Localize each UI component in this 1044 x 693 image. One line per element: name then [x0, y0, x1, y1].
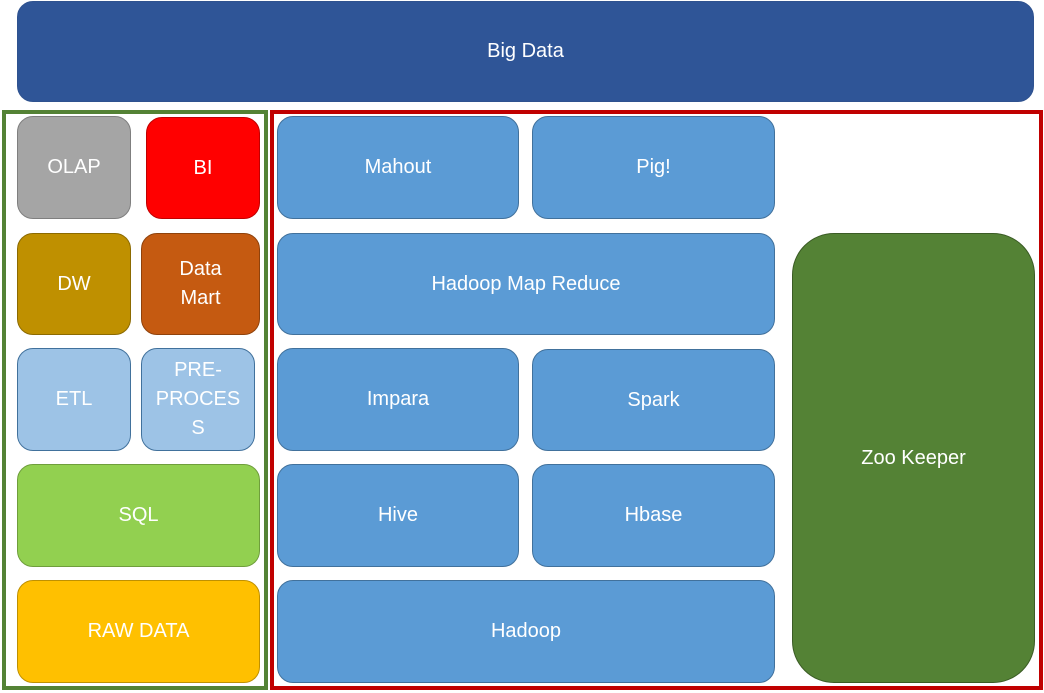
preprocess-label-line1: PRE- — [174, 359, 222, 381]
impara-label: Impara — [366, 388, 430, 410]
bi-box: BI — [146, 117, 260, 219]
hadoop-box: Hadoop — [277, 580, 775, 683]
sql-label: SQL — [118, 504, 159, 526]
sql-box: SQL — [17, 464, 260, 567]
map-reduce-label: Hadoop Map Reduce — [431, 272, 621, 295]
dw-box: DW — [17, 233, 131, 335]
spark-label: Spark — [627, 388, 680, 411]
big-data-label: Big Data — [487, 40, 564, 62]
impara-box: Impara — [277, 348, 519, 451]
etl-label: ETL — [55, 388, 93, 410]
map-reduce-box: Hadoop Map Reduce — [277, 233, 775, 335]
mahout-label: Mahout — [364, 156, 432, 178]
spark-box: Spark — [532, 349, 775, 451]
etl-box: ETL — [17, 348, 131, 451]
raw-data-box: RAW DATA — [17, 580, 260, 683]
dw-label: DW — [57, 272, 91, 295]
data-mart-label-line1: Data — [179, 258, 222, 280]
hadoop-label: Hadoop — [490, 620, 562, 642]
big-data-box: Big Data — [17, 1, 1034, 102]
mahout-box: Mahout — [277, 116, 519, 219]
preprocess-box: PRE- PROCES S — [141, 348, 255, 451]
hive-label: Hive — [377, 504, 418, 526]
hbase-label: Hbase — [624, 504, 683, 526]
zoo-keeper-label: Zoo Keeper — [861, 446, 966, 469]
bi-label: BI — [193, 156, 213, 179]
data-mart-label-line2: Mart — [180, 287, 221, 309]
raw-data-label: RAW DATA — [87, 620, 190, 642]
pig-box: Pig! — [532, 116, 775, 219]
hive-box: Hive — [277, 464, 519, 567]
hbase-box: Hbase — [532, 464, 775, 567]
preprocess-label-line2: PROCES — [155, 388, 241, 410]
pig-label: Pig! — [636, 156, 671, 178]
olap-box: OLAP — [17, 116, 131, 219]
olap-label: OLAP — [47, 156, 101, 178]
preprocess-label-line3: S — [191, 417, 205, 439]
zoo-keeper-box: Zoo Keeper — [792, 233, 1035, 683]
data-mart-box: Data Mart — [141, 233, 260, 335]
left-stack-frame — [2, 110, 268, 690]
hadoop-stack-frame — [270, 110, 1043, 690]
